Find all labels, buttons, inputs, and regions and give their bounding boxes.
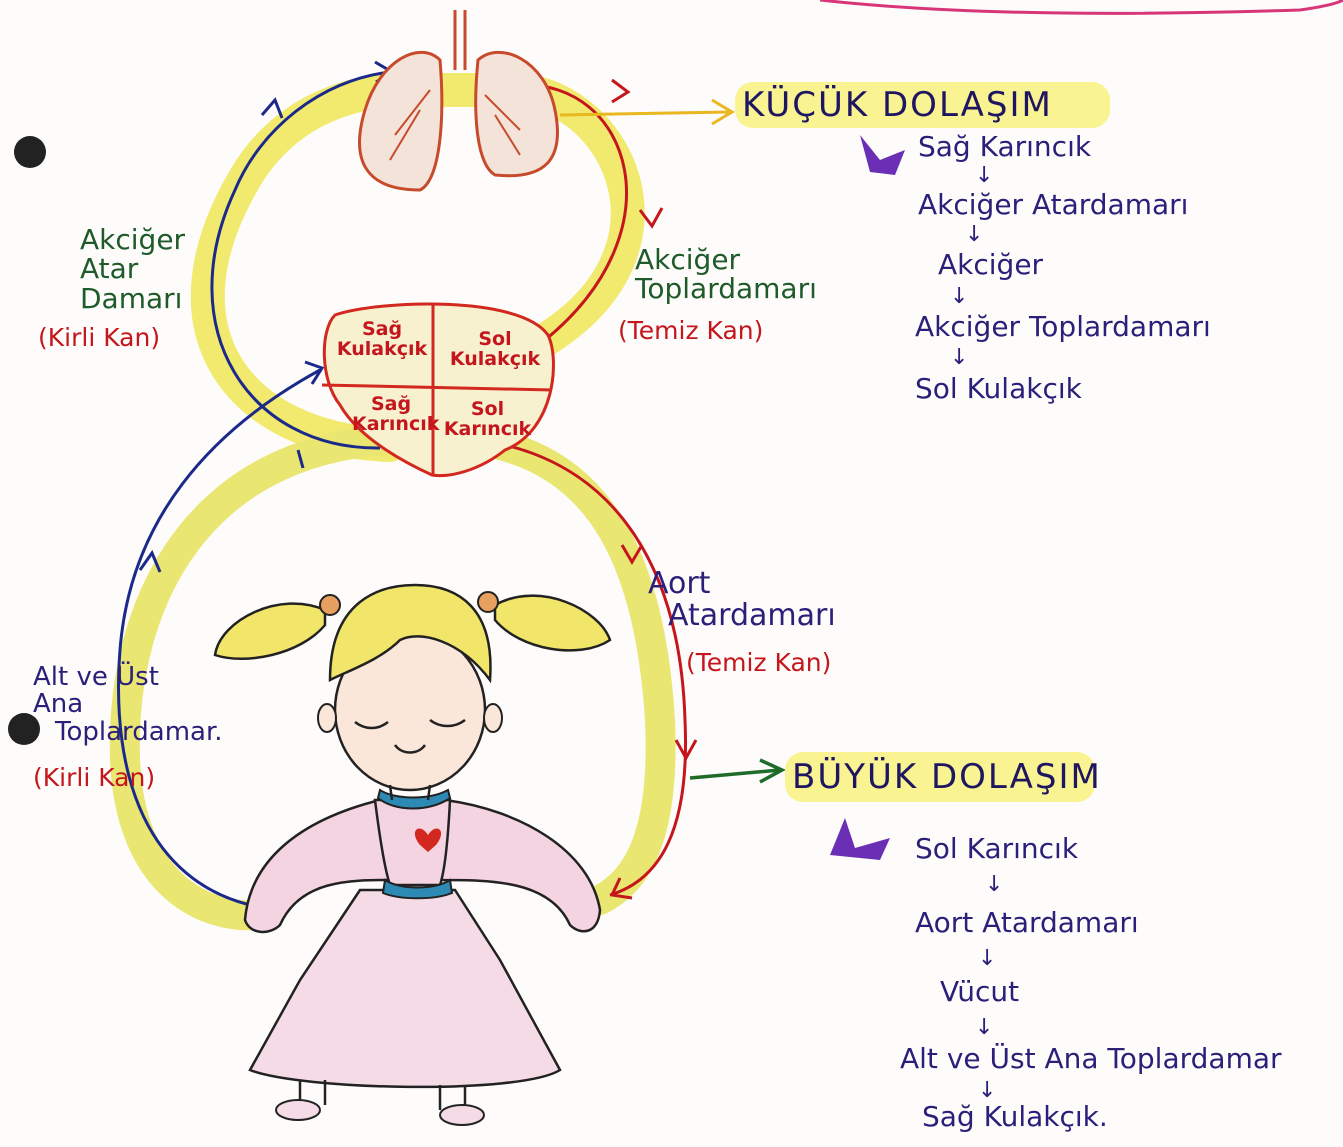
large-step-3: Vücut (940, 975, 1019, 1008)
small-circulation-title: KÜÇÜK DOLAŞIM (742, 88, 1053, 124)
elbow-arrow-icon (830, 818, 890, 860)
arrow-down-icon: ↓ (978, 946, 996, 971)
small-step-3: Akciğer (938, 248, 1043, 281)
small-step-2: Akciğer Atardamarı (918, 188, 1188, 221)
arrow-down-icon: ↓ (975, 1015, 993, 1040)
arrow-down-icon: ↓ (950, 345, 968, 370)
elbow-arrow-icon (860, 135, 905, 175)
binder-hole-icon (14, 136, 46, 168)
vena-cava-label: Alt ve Üst Ana Toplardamar. (33, 664, 223, 746)
large-circulation-title: BÜYÜK DOLAŞIM (792, 760, 1102, 796)
page-border-mark (820, 0, 1343, 13)
large-step-5: Sağ Kulakçık. (922, 1100, 1108, 1133)
arrow-down-icon: ↓ (950, 284, 968, 309)
small-step-1: Sağ Karıncık (918, 130, 1091, 163)
large-step-2: Aort Atardamarı (915, 906, 1139, 939)
arrow-down-icon: ↓ (975, 163, 993, 188)
arrow-down-icon: ↓ (965, 222, 983, 247)
large-step-4: Alt ve Üst Ana Toplardamar (900, 1042, 1282, 1075)
aorta-label: Aort Atardamarı (648, 568, 836, 631)
girl-figure-icon (215, 585, 610, 1125)
arrow-right-icon (690, 760, 782, 782)
arrow-right-icon (612, 80, 628, 102)
small-step-4: Akciğer Toplardamarı (915, 310, 1211, 343)
small-step-5: Sol Kulakçık (915, 372, 1082, 405)
vena-cava-note: (Kirli Kan) (33, 765, 155, 791)
large-step-1: Sol Karıncık (915, 832, 1078, 865)
pulmonary-artery-label: Akciğer Atar Damarı (80, 225, 185, 313)
pulmonary-vein-note: (Temiz Kan) (618, 318, 763, 344)
arrow-down-icon: ↓ (985, 872, 1003, 897)
pulmonary-vein-label: Akciğer Toplardamarı (635, 245, 817, 304)
pulmonary-artery-note: (Kirli Kan) (38, 325, 160, 351)
aorta-note: (Temiz Kan) (686, 650, 831, 676)
